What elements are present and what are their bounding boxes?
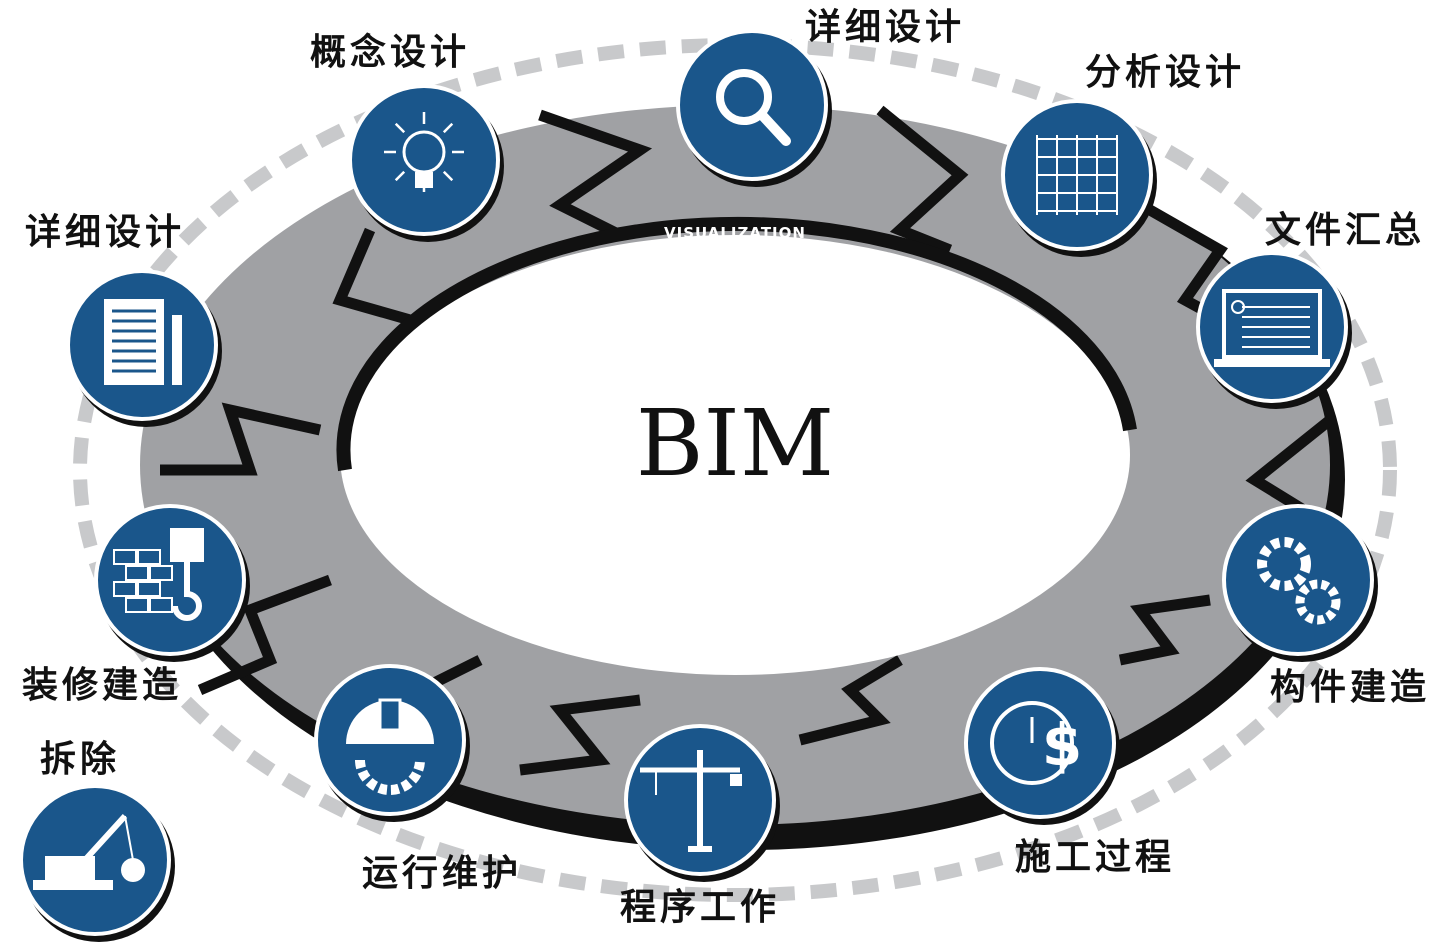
stage-label-detail-design-left: 详细设计: [25, 212, 186, 253]
tower-crane-circle: [624, 724, 780, 882]
document-pencil-icon: [104, 299, 182, 385]
stage-label-decoration-construction: 装修建造: [22, 665, 183, 706]
light-bulb-icon: [384, 112, 464, 192]
svg-text:$: $: [1042, 711, 1082, 779]
light-bulb-circle: [348, 84, 504, 242]
magnifier-icon: [716, 69, 791, 146]
monitor-document-icon: [1214, 289, 1330, 367]
brick-wall-hook-circle: [94, 504, 250, 662]
wrecking-ball-crane-icon: [33, 813, 145, 890]
center-title: BIM: [635, 390, 835, 497]
hard-hat-gear-circle: [314, 664, 470, 822]
stage-label-program-work: 程序工作: [620, 887, 781, 928]
arrow-separators: [160, 105, 1340, 776]
band-text-visualization: VISUALIZATION: [664, 224, 806, 242]
stage-label-analysis-design: 分析设计: [1085, 52, 1246, 93]
building-frame-circle: [1001, 99, 1157, 257]
stage-label-detail-design-top: 详细设计: [805, 7, 966, 48]
monitor-document-circle: [1196, 251, 1352, 409]
tower-crane-icon: [640, 750, 742, 852]
stage-label-document-summary: 文件汇总: [1265, 210, 1426, 251]
icon-circle: [964, 667, 1116, 819]
magnifier-circle: [676, 29, 832, 187]
brick-wall-hook-icon: [113, 528, 204, 621]
gears-circle: [1222, 504, 1378, 662]
wrecking-ball-crane-circle: [19, 784, 175, 942]
stage-label-construction-process: 施工过程: [1015, 837, 1176, 878]
icon-circle: [348, 84, 500, 236]
stage-label-operation-maintenance: 运行维护: [362, 853, 523, 894]
stage-label-component-construction: 构件建造: [1270, 667, 1431, 708]
clock-dollar-icon: $: [990, 701, 1082, 785]
clock-dollar-circle: $: [964, 667, 1120, 825]
stage-label-demolition: 拆除: [40, 739, 121, 780]
building-frame-icon: [1036, 135, 1118, 215]
gears-icon: [1257, 537, 1341, 625]
hard-hat-gear-icon: [346, 698, 434, 795]
icon-circle: [676, 29, 828, 181]
inner-dark-rim: [336, 216, 1137, 472]
stage-label-concept-design: 概念设计: [310, 32, 471, 73]
document-pencil-circle: [66, 269, 222, 427]
inner-white-ellipse: [340, 235, 1130, 675]
